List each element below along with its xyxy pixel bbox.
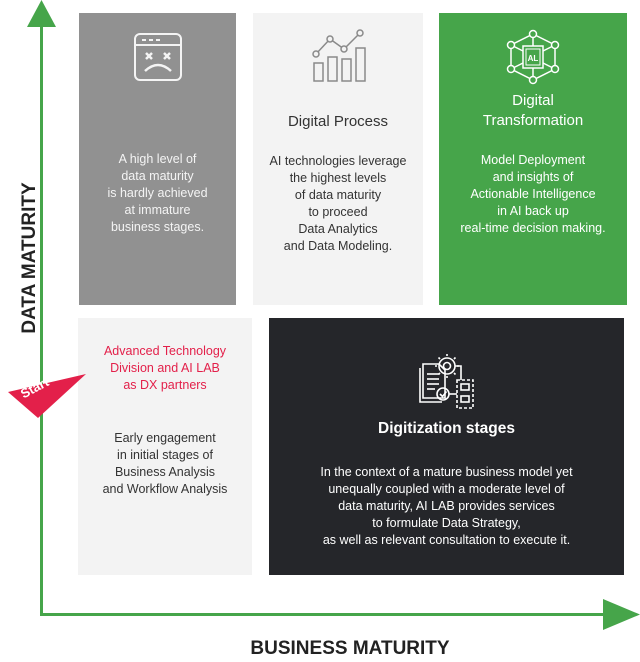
quadrant-start-partners: Advanced Technology Division and AI LAB … xyxy=(78,318,252,575)
quadrant-description: Model Deployment and insights of Actiona… xyxy=(460,153,606,235)
quadrant-digital-process: Digital Process AI technologies leverage… xyxy=(253,13,423,305)
x-axis-arrow xyxy=(40,599,640,630)
y-axis-label: DATA MATURITY xyxy=(19,182,40,334)
quadrant-description: A high level of data maturity is hardly … xyxy=(107,152,208,234)
quadrant-digitization-stages: Digitization stages In the context of a … xyxy=(269,318,624,575)
y-axis-arrow xyxy=(27,0,56,616)
quadrant-highlight: Advanced Technology Division and AI LAB … xyxy=(103,344,227,392)
ai-network-cube-icon: AL xyxy=(506,29,560,85)
quadrant-description: AI technologies leverage the highest lev… xyxy=(269,154,407,253)
quadrant-title: Digitization stages xyxy=(378,420,515,437)
quadrant-low-business-high-data: A high level of data maturity is hardly … xyxy=(79,13,236,305)
error-browser-sad-face-icon xyxy=(133,33,182,81)
svg-text:AL: AL xyxy=(528,54,539,63)
quadrant-digital-transformation: AL Digital Transformation Model Deployme… xyxy=(439,13,627,305)
document-gear-workflow-icon xyxy=(418,354,474,409)
quadrant-description: Early engagement in initial stages of Bu… xyxy=(102,431,228,496)
bar-line-chart-icon xyxy=(312,29,366,82)
quadrant-title: Digital Process xyxy=(287,113,389,130)
start-flag-icon xyxy=(8,374,86,418)
x-axis-label: BUSINESS MATURITY xyxy=(250,638,450,659)
quadrant-description: In the context of a mature business mode… xyxy=(320,465,573,547)
quadrant-title: Digital Transformation xyxy=(482,92,584,129)
